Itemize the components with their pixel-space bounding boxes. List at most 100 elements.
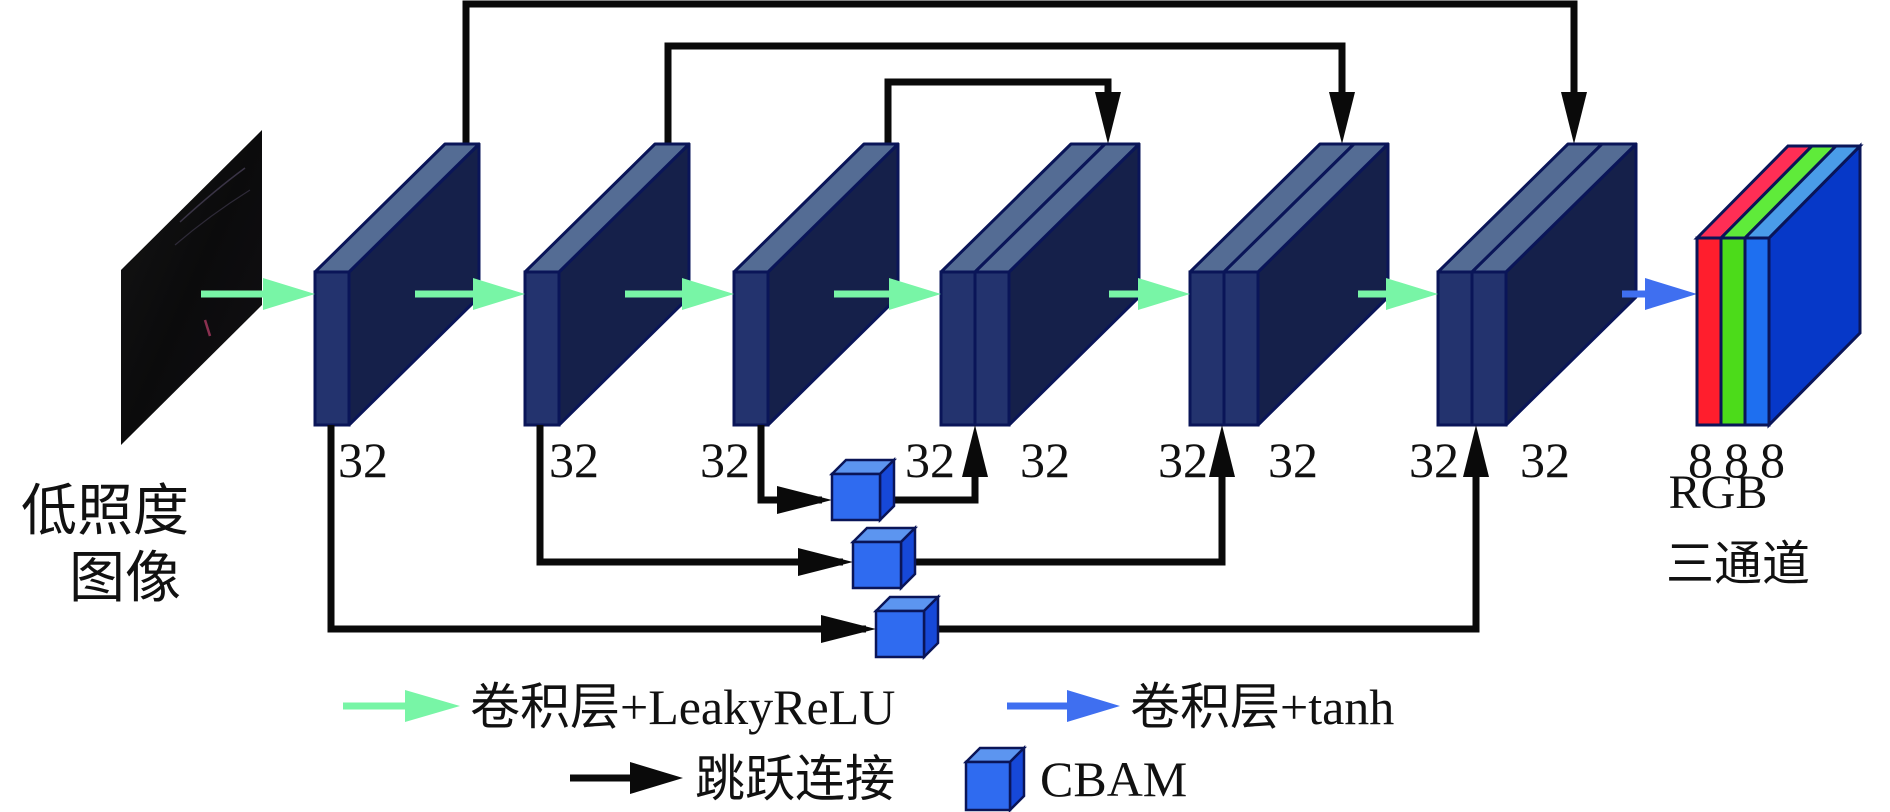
arrow-head	[1138, 278, 1190, 310]
channel-label-enc3-0: 32	[700, 432, 750, 488]
channel-label-dec3-1: 32	[1520, 432, 1570, 488]
cbam-module-1	[849, 524, 919, 592]
input-label-line2: 图像	[69, 548, 181, 610]
forward-arrow-enc3-to-dec1	[834, 278, 941, 310]
skip-line-out	[936, 475, 1480, 633]
skip-arrow-head-in	[777, 486, 832, 514]
channel-label-enc2-0: 32	[549, 432, 599, 488]
skip-arrow-head	[1095, 92, 1121, 144]
arrow-head	[682, 278, 734, 310]
channel-label-dec3-0: 32	[1409, 432, 1459, 488]
output-label-rgb: RGB	[1669, 466, 1768, 519]
output-channel-label-0: 8	[1688, 432, 1713, 488]
skip-line	[664, 42, 1346, 144]
cbam-front-face	[830, 472, 882, 522]
cbam-module-0	[828, 456, 898, 524]
arrow-head	[889, 278, 941, 310]
skip-line-out	[892, 475, 979, 504]
top-skip-connections	[462, 0, 1587, 144]
skip-line	[884, 78, 1112, 144]
skip-line	[462, 0, 1578, 144]
feature-block-dec1	[939, 142, 1141, 427]
legend-blue-arrow-head	[1067, 690, 1120, 722]
skip-line-in	[327, 425, 866, 633]
arrow-head	[1386, 278, 1438, 310]
legend-item-skip: 跳跃连接	[570, 751, 895, 807]
image-detail	[179, 167, 246, 223]
skip-line-in	[536, 425, 843, 566]
channel-label-dec2-0: 32	[1158, 432, 1208, 488]
cbam-skip-enc1-to-dec3	[327, 425, 1489, 661]
legend-conv-leaky-label: 卷积层+LeakyReLU	[470, 679, 895, 735]
forward-arrow-dec1-to-dec2	[1109, 278, 1190, 310]
output-rgb-block	[1693, 142, 1864, 429]
channel-label-dec1-1: 32	[1020, 432, 1070, 488]
block-front-slab	[1188, 270, 1226, 427]
legend-cbam-label: CBAM	[1040, 751, 1187, 807]
arrow-head	[263, 278, 315, 310]
input-label-line1: 低照度	[21, 481, 189, 543]
cbam-front-face	[964, 760, 1012, 812]
arrow-head	[1645, 278, 1697, 310]
output-channel-2	[1743, 236, 1771, 427]
feature-block-dec3	[1436, 142, 1638, 427]
cbam-skip-enc2-to-dec2	[536, 425, 1235, 592]
image-detail	[174, 189, 251, 246]
block-front-slab	[1222, 270, 1260, 427]
skip-arrow-head-out	[962, 425, 988, 477]
input-image	[121, 130, 262, 445]
output-channel-0	[1695, 236, 1723, 427]
block-front-slab	[313, 270, 351, 427]
top-skip-enc1-to-dec3	[462, 0, 1587, 144]
legend-conv-tanh-label: 卷积层+tanh	[1130, 679, 1394, 735]
channel-label-dec2-1: 32	[1268, 432, 1318, 488]
legend-item-cbam: CBAM	[962, 744, 1187, 812]
skip-arrow-head-out	[1209, 425, 1235, 477]
feature-block-enc3	[732, 142, 900, 427]
channel-label-dec1-0: 32	[905, 432, 955, 488]
output-block	[1693, 142, 1864, 429]
legend-item-conv-tanh: 卷积层+tanh	[1007, 679, 1394, 735]
forward-arrow-enc1-to-enc2	[415, 278, 525, 310]
output-channel-label-2: 8	[1760, 432, 1785, 488]
block-front-slab	[732, 270, 770, 427]
cbam-front-face	[874, 609, 926, 659]
skip-line-in	[757, 425, 822, 504]
legend-green-arrow-head	[405, 690, 460, 722]
skip-arrow-head-out	[1463, 425, 1489, 477]
cbam-skip-enc3-to-dec1	[757, 425, 988, 524]
skip-arrow-head	[1329, 92, 1355, 144]
block-front-slab	[1470, 270, 1508, 427]
output-label-channels: 三通道	[1666, 538, 1810, 591]
block-front-slab	[1436, 270, 1474, 427]
forward-arrow-dec2-to-dec3	[1358, 278, 1438, 310]
skip-line-out	[913, 475, 1226, 566]
cbam-front-face	[851, 540, 903, 590]
arrow-head	[473, 278, 525, 310]
forward-arrow-dec3-to-output	[1622, 278, 1697, 310]
legend-skip-label: 跳跃连接	[695, 751, 895, 807]
top-skip-enc3-to-dec1	[884, 78, 1121, 144]
legend: 卷积层+LeakyReLU 卷积层+tanh 跳跃连接 CBAM	[343, 679, 1394, 812]
cbam-skip-connections	[327, 425, 1489, 661]
feature-block-enc1	[313, 142, 481, 427]
skip-arrow-head-in	[821, 615, 876, 643]
image-detail	[203, 319, 212, 337]
block-front-slab	[939, 270, 977, 427]
feature-block-dec2	[1188, 142, 1390, 427]
channel-label-enc1-0: 32	[338, 432, 388, 488]
forward-arrow-enc2-to-enc3	[625, 278, 734, 310]
skip-arrow-head	[1561, 92, 1587, 144]
cbam-module-2	[872, 593, 942, 661]
feature-blocks	[313, 142, 1638, 427]
feature-block-enc2	[523, 142, 691, 427]
block-front-slab	[973, 270, 1011, 427]
legend-cbam-icon	[962, 744, 1028, 812]
forward-arrows	[201, 278, 1697, 310]
forward-arrow-input-to-enc1	[201, 278, 315, 310]
output-channel-1	[1719, 236, 1747, 427]
top-skip-enc2-to-dec2	[664, 42, 1355, 144]
legend-skip-arrow-head	[630, 762, 683, 794]
